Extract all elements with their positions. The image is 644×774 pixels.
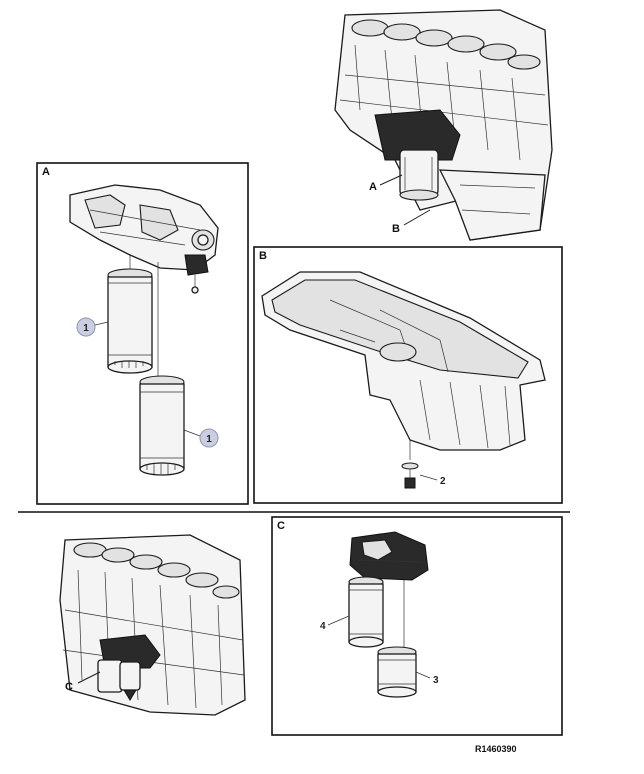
panel-c-small-filter [377, 646, 417, 698]
panel-a-filter-upper [107, 268, 153, 374]
callout-c-small: 3 [433, 675, 439, 686]
callout-bubble-a-lower [199, 428, 219, 448]
panel-b-letter: B [259, 250, 267, 262]
engine-overview-top [334, 9, 553, 241]
panel-c-filter-head [349, 531, 429, 650]
callout-a-lower: 1 [206, 434, 212, 445]
panel-b-frame [253, 246, 563, 504]
panel-a-filter-lower [139, 375, 185, 476]
panel-a-filter-head [69, 184, 219, 294]
panel-c-large-filter [348, 576, 384, 648]
callout-a-upper: 1 [83, 323, 89, 334]
callout-bubble-a-upper [76, 317, 96, 337]
callout-b-drain: 2 [440, 476, 446, 487]
panel-b-drain-plug [401, 462, 419, 489]
panel-b-oil-pan [261, 271, 546, 451]
panel-a-frame [36, 162, 249, 505]
callout-c-large: 4 [320, 621, 326, 632]
figure-reference-number: R1460390 [475, 744, 517, 754]
overview-label-c: C [65, 681, 73, 693]
panel-c-letter: C [277, 520, 285, 532]
panel-c-frame [271, 516, 563, 736]
overview-label-b: B [392, 223, 400, 235]
overview-label-a: A [369, 181, 377, 193]
engine-overview-bottom [59, 534, 246, 716]
panel-a-letter: A [42, 166, 50, 178]
